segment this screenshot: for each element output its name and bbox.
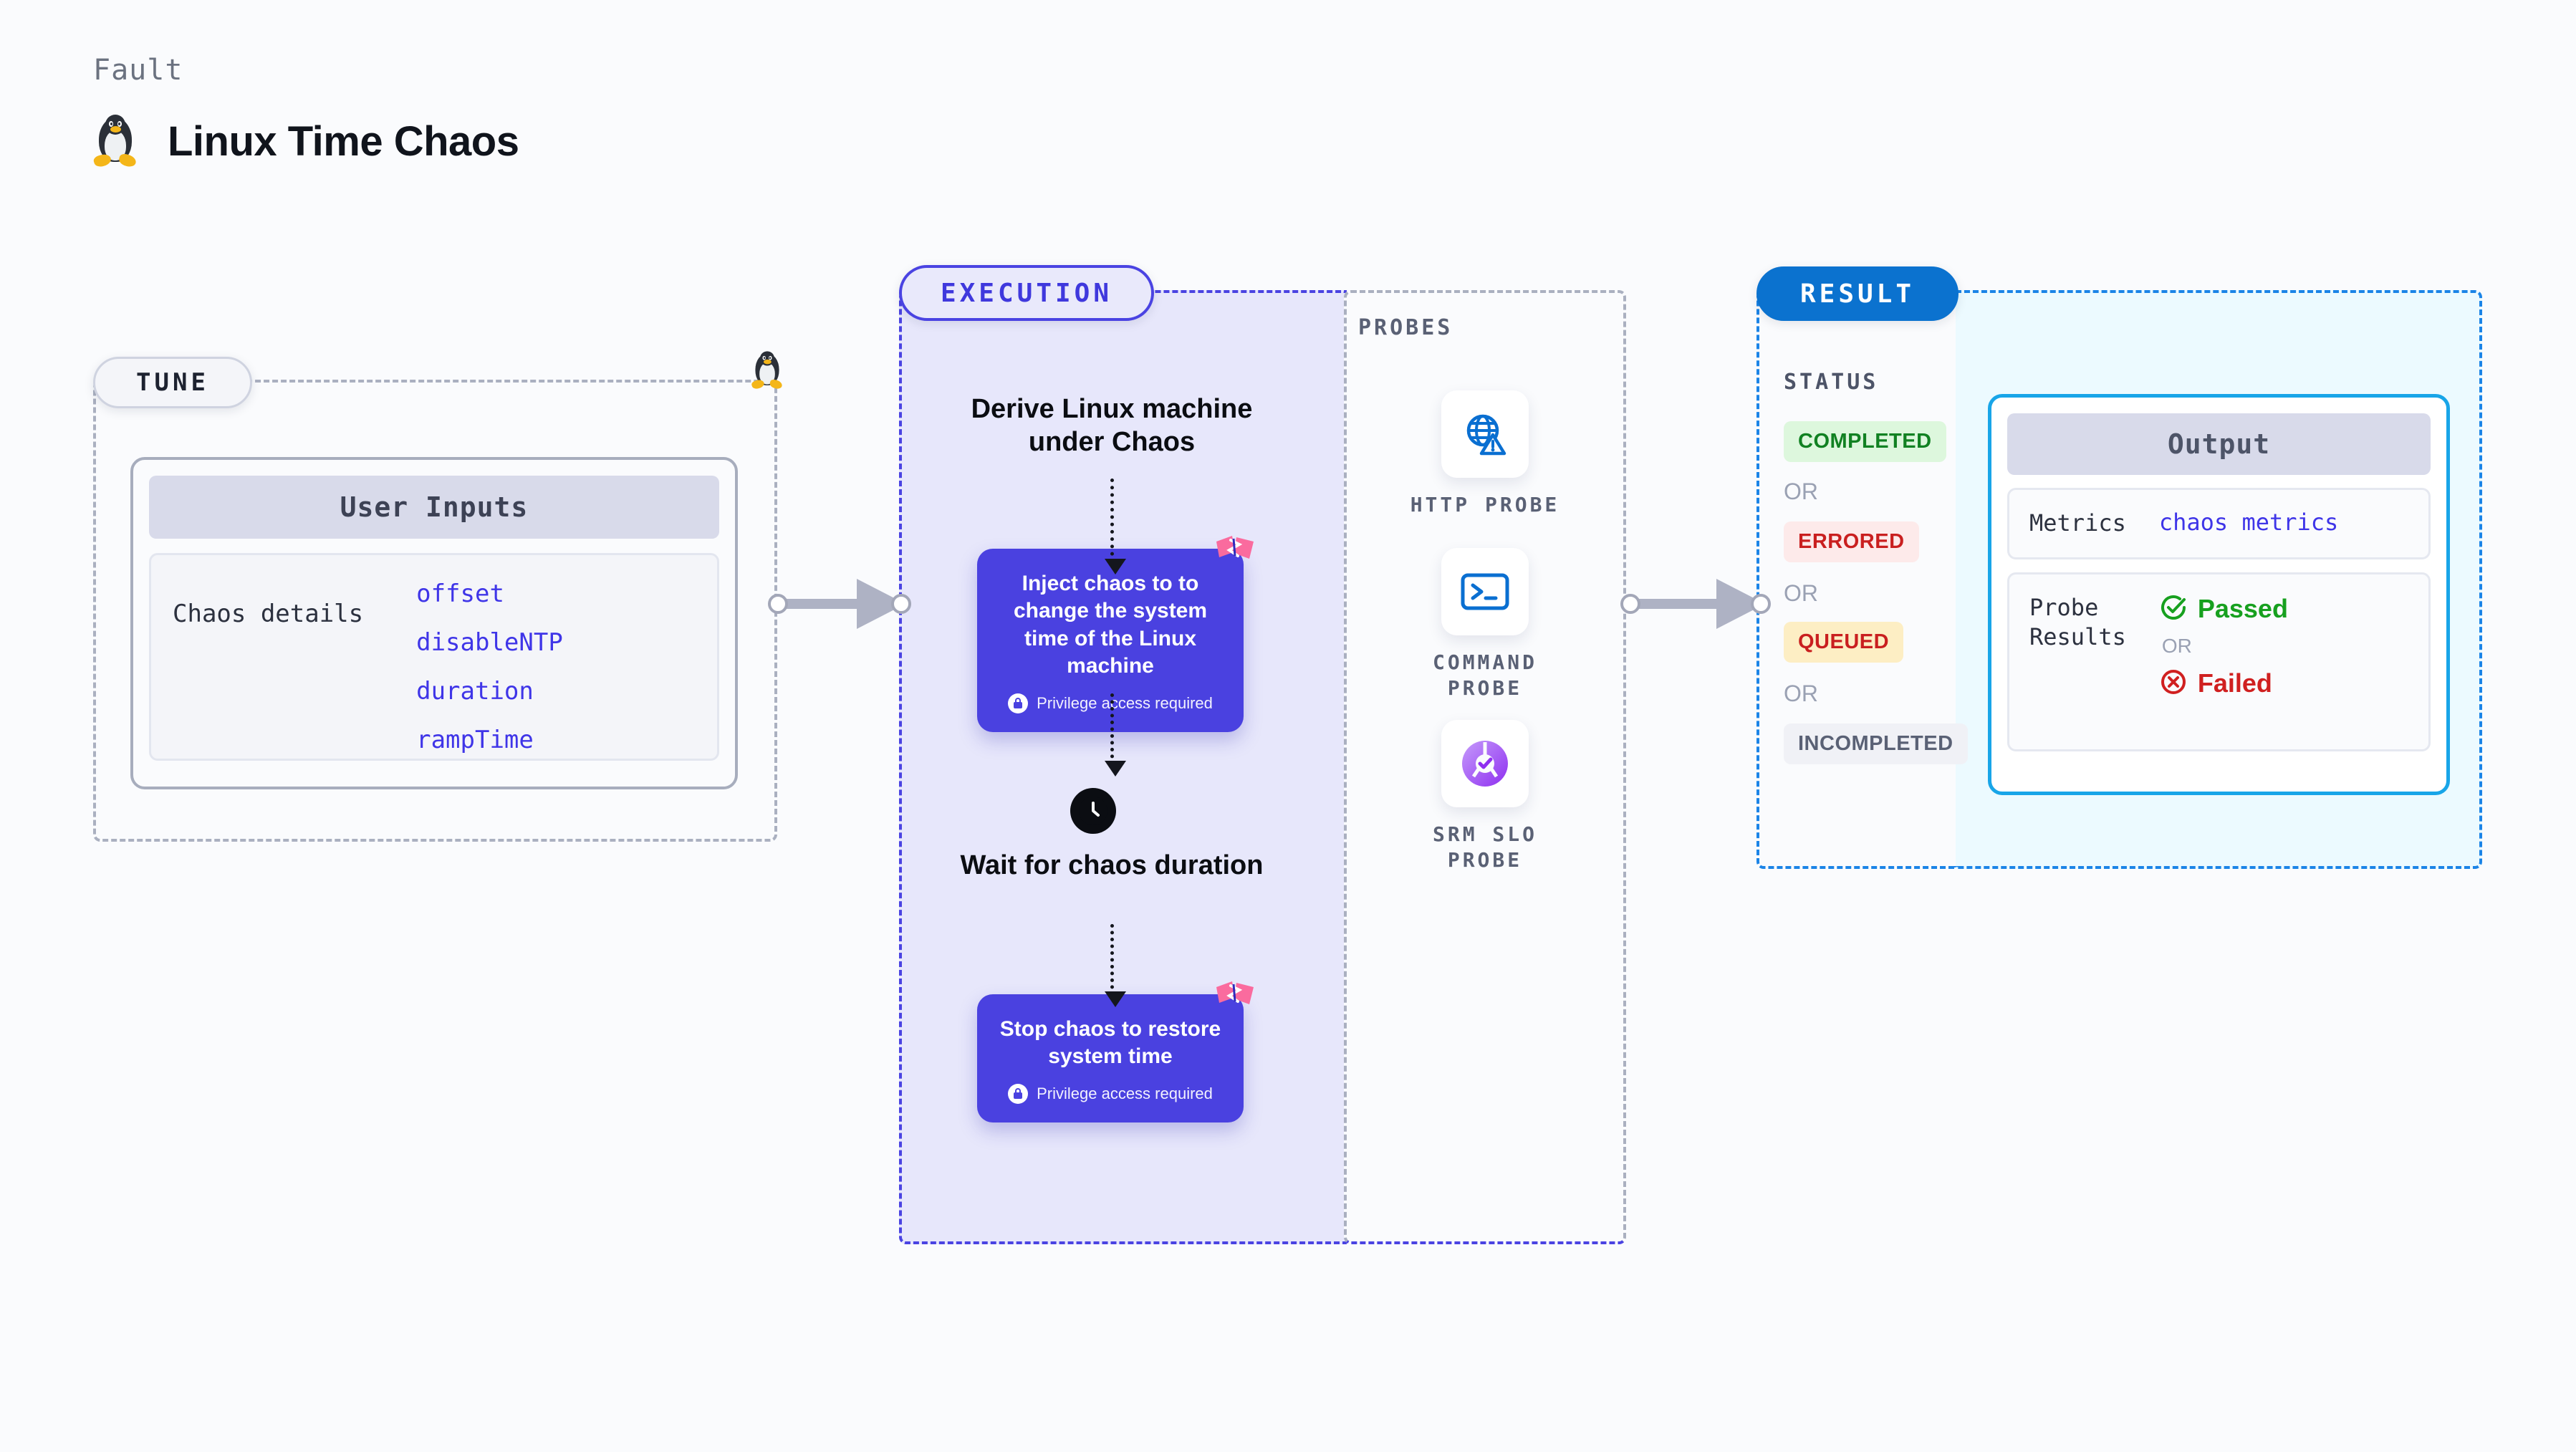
status-or-2: OR: [1784, 580, 1818, 606]
status-or-1: OR: [1784, 479, 1818, 504]
privilege-note-text: Privilege access required: [1037, 1084, 1213, 1102]
connector-node-start: [1620, 594, 1640, 614]
linux-penguin-icon-marker: [745, 344, 789, 397]
harness-logo-icon: [1216, 536, 1254, 559]
connector-node-end: [891, 594, 911, 614]
flow-arrow-2: [1105, 693, 1126, 777]
metrics-key: Metrics: [2029, 509, 2126, 537]
input-key-duration: duration: [416, 677, 534, 706]
fault-kicker: Fault: [93, 54, 183, 87]
flow-arrow-1: [1105, 479, 1126, 574]
check-circle-icon: [2159, 593, 2188, 625]
privilege-note-text: Privilege access required: [1037, 693, 1213, 712]
status-column-label: STATUS: [1784, 370, 1879, 395]
user-inputs-title: User Inputs: [149, 476, 719, 539]
probe-results-key: Probe Results: [2029, 593, 2126, 651]
fault-title-row: Linux Time Chaos: [92, 115, 519, 168]
page-title: Linux Time Chaos: [168, 117, 519, 165]
probe-srm-slo[interactable]: SRM SLO PROBE: [1395, 720, 1575, 874]
execution-card-stop-chaos[interactable]: Stop chaos to restore system time Privil…: [977, 981, 1254, 1122]
output-row-probe-results: Probe Results Passed OR: [2007, 572, 2431, 751]
connector-execution-to-result: [1620, 579, 1771, 629]
probe-result-failed: Failed: [2159, 668, 2288, 699]
connector-tune-to-execution: [768, 579, 911, 629]
input-key-offset: offset: [416, 580, 504, 608]
execution-step-wait-title: Wait for chaos duration: [960, 850, 1264, 880]
globe-warning-icon: [1441, 390, 1529, 478]
probe-label: SRM SLO PROBE: [1432, 822, 1537, 872]
probe-label: HTTP PROBE: [1410, 493, 1560, 516]
status-badge-completed: COMPLETED: [1784, 421, 1946, 462]
connector-node-start: [768, 594, 788, 614]
execution-card-title: Inject chaos to to change the system tim…: [1013, 572, 1208, 678]
probe-result-passed-label: Passed: [2197, 593, 2288, 623]
execution-card-inject-chaos[interactable]: Inject chaos to to change the system tim…: [977, 536, 1254, 732]
user-inputs-body: Chaos details offset disableNTP duration…: [149, 553, 719, 761]
probe-results-values: Passed OR Failed: [2159, 593, 2288, 699]
metrics-value: chaos metrics: [2158, 509, 2339, 536]
x-circle-icon: [2159, 668, 2188, 699]
probe-label: COMMAND PROBE: [1432, 650, 1537, 701]
input-key-ramptime: rampTime: [416, 726, 534, 754]
harness-logo-icon: [1216, 981, 1254, 1004]
status-or-3: OR: [1784, 681, 1818, 706]
probe-result-or: OR: [2161, 634, 2192, 657]
linux-penguin-icon: [92, 115, 138, 168]
clock-icon: [1070, 788, 1116, 834]
chaos-details-label: Chaos details: [173, 600, 364, 628]
output-panel-title: Output: [2007, 413, 2431, 475]
status-badge-incompleted: INCOMPLETED: [1784, 723, 1968, 764]
privilege-note: Privilege access required: [996, 1083, 1225, 1104]
output-panel: Output Metrics chaos metrics Probe Resul…: [1988, 394, 2450, 795]
slo-donut-check-icon: [1441, 720, 1529, 807]
status-badge-queued: QUEUED: [1784, 622, 1904, 663]
section-pill-execution[interactable]: EXECUTION: [899, 265, 1154, 321]
execution-card-title: Stop chaos to restore system time: [999, 1017, 1221, 1069]
flow-arrow-3: [1105, 924, 1126, 1007]
input-key-disablentp: disableNTP: [416, 628, 563, 657]
chaos-details-values: offset disableNTP duration rampTime: [416, 580, 563, 754]
section-pill-tune[interactable]: TUNE: [93, 357, 252, 408]
status-badge-errored: ERRORED: [1784, 521, 1919, 562]
connector-node-end: [1751, 594, 1771, 614]
probe-command[interactable]: COMMAND PROBE: [1395, 548, 1575, 702]
probe-result-failed-label: Failed: [2197, 668, 2272, 698]
execution-step-derive-title: Derive Linux machine under Chaos: [971, 394, 1253, 458]
user-inputs-card: User Inputs Chaos details offset disable…: [130, 457, 738, 789]
output-row-metrics: Metrics chaos metrics: [2007, 488, 2431, 559]
section-pill-result[interactable]: RESULT: [1756, 266, 1959, 321]
probe-http[interactable]: HTTP PROBE: [1395, 390, 1575, 518]
privilege-note: Privilege access required: [996, 693, 1225, 713]
lock-icon: [1008, 693, 1029, 713]
probe-result-passed: Passed: [2159, 593, 2288, 625]
probes-section-label: PROBES: [1358, 315, 1453, 340]
terminal-icon: [1441, 548, 1529, 635]
lock-icon: [1008, 1083, 1029, 1104]
